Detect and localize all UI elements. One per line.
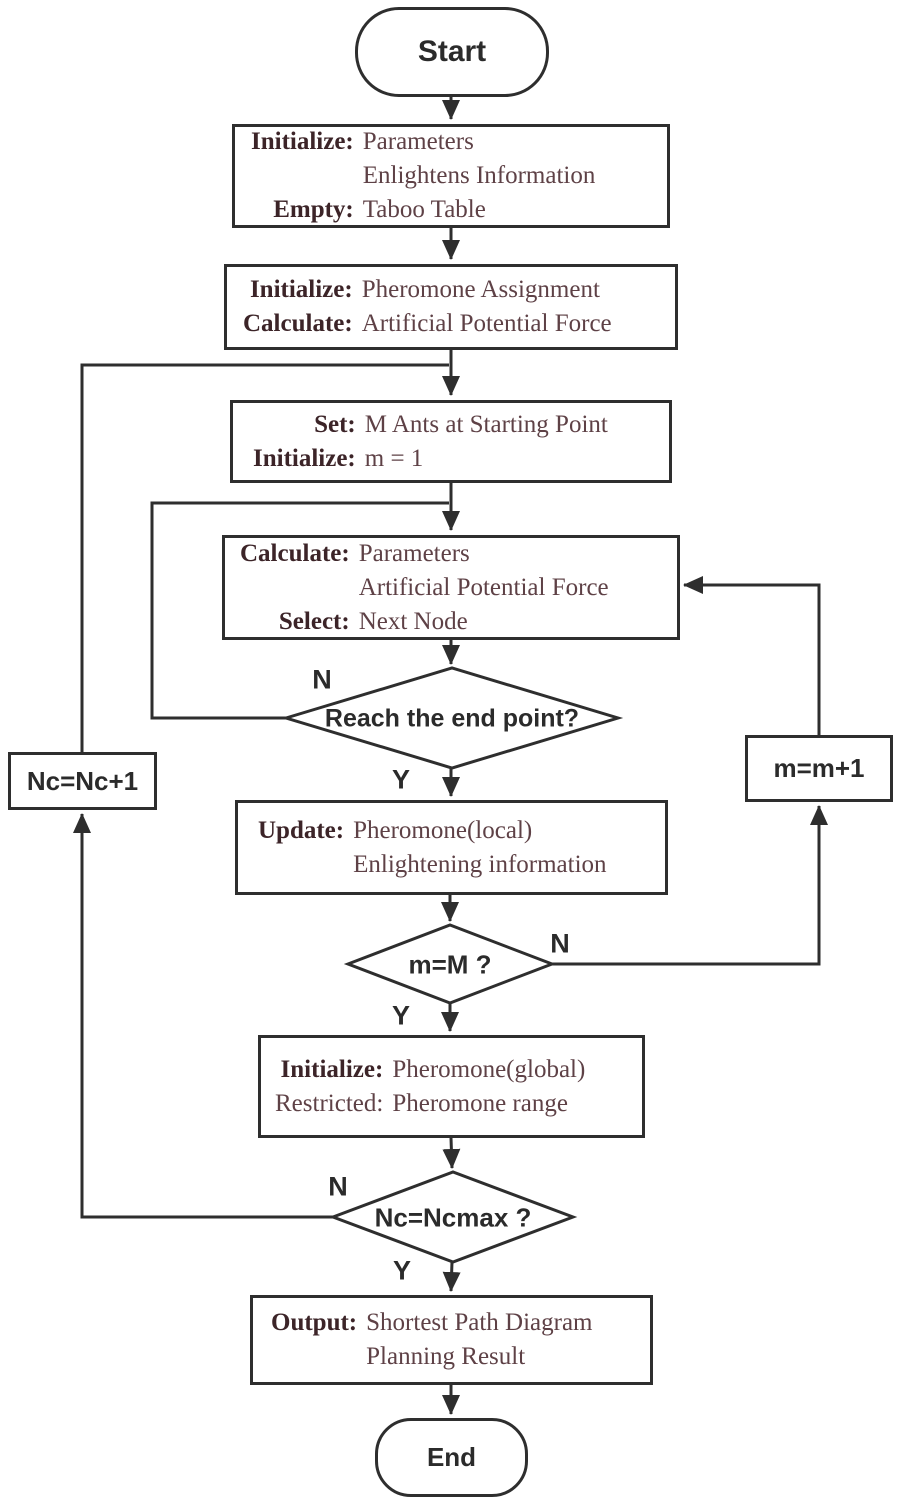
text: m = 1 xyxy=(364,444,424,472)
edge-reach-end-no-loop xyxy=(150,501,449,720)
branch-label-m-no: N xyxy=(550,928,570,959)
process-init-params-text: Initialize: Parameters Enlightens Inform… xyxy=(251,125,667,227)
keyword: Restricted: xyxy=(275,1089,384,1117)
decision-reach-end-label: Reach the end point? xyxy=(324,704,580,733)
keyword: Empty: xyxy=(273,196,354,223)
branch-label-reach-end-yes: Y xyxy=(391,764,411,795)
text: Taboo Table xyxy=(362,196,486,223)
increment-nc-label: Nc=Nc+1 xyxy=(26,765,139,796)
process-update-pheromone: Update: Pheromone(local) Enlightening in… xyxy=(235,800,668,895)
edge-m-decision-no-to-increment-m xyxy=(552,805,828,966)
text: Parameters xyxy=(362,128,474,155)
process-init-pheromone-text: Initialize: Pheromone Assignment Calcula… xyxy=(243,273,675,341)
decision-nc-max-label: Nc=Ncmax ? xyxy=(374,1202,532,1233)
process-increment-m: m=m+1 xyxy=(745,735,893,802)
keyword: Initialize: xyxy=(249,276,353,303)
keyword: Select: xyxy=(278,607,350,635)
process-output-result-text: Output: Shortest Path Diagram Planning R… xyxy=(271,1306,650,1374)
keyword: Set: xyxy=(314,410,356,438)
process-init-global: Initialize: Pheromone(global) Restricted… xyxy=(258,1035,645,1138)
text: Planning Result xyxy=(366,1343,526,1370)
process-init-pheromone: Initialize: Pheromone Assignment Calcula… xyxy=(224,264,678,350)
text: Shortest Path Diagram xyxy=(366,1309,593,1336)
start-label: Start xyxy=(417,35,487,68)
increment-m-label: m=m+1 xyxy=(773,753,865,783)
decision-m-equals-M-shape xyxy=(343,923,557,1005)
text: Next Node xyxy=(358,607,468,635)
process-update-pheromone-text: Update: Pheromone(local) Enlightening in… xyxy=(258,814,665,882)
text: Enlightens Information xyxy=(362,162,596,189)
keyword: Calculate: xyxy=(243,310,353,337)
branch-label-nc-no: N xyxy=(328,1171,348,1202)
keyword xyxy=(258,848,344,882)
keyword xyxy=(271,1340,357,1374)
keyword: Initialize: xyxy=(280,1055,384,1083)
process-calc-params: Calculate: Parameters Artificial Potenti… xyxy=(222,535,680,640)
start-terminal: Start xyxy=(355,7,549,97)
branch-label-m-yes: Y xyxy=(391,1000,411,1031)
text: M Ants at Starting Point xyxy=(364,410,608,438)
edge-nc-decision-yes-to-output xyxy=(442,1261,461,1292)
edge-nc-decision-no-to-increment-nc xyxy=(73,813,333,1219)
process-increment-nc: Nc=Nc+1 xyxy=(8,752,157,810)
keyword xyxy=(251,159,354,193)
keyword: Initialize: xyxy=(251,128,354,155)
process-init-params: Initialize: Parameters Enlightens Inform… xyxy=(232,124,670,228)
process-set-ants-text: Set: M Ants at Starting Point Initialize… xyxy=(253,408,669,476)
end-terminal: End xyxy=(375,1418,528,1497)
keyword: Initialize: xyxy=(253,444,356,472)
end-label: End xyxy=(426,1442,477,1472)
keyword xyxy=(240,571,350,605)
process-init-global-text: Initialize: Pheromone(global) Restricted… xyxy=(275,1053,642,1121)
edge-increment-nc-loop xyxy=(80,363,449,752)
process-calc-params-text: Calculate: Parameters Artificial Potenti… xyxy=(240,537,677,639)
text: Pheromone range xyxy=(392,1089,568,1117)
edge-init-global-to-nc-decision xyxy=(442,1137,461,1169)
decision-nc-max-shape xyxy=(328,1170,578,1264)
text: Artificial Potential Force xyxy=(361,310,612,337)
text: Pheromone Assignment xyxy=(361,276,600,303)
keyword: Output: xyxy=(271,1309,358,1336)
branch-label-nc-yes: Y xyxy=(392,1255,412,1286)
process-output-result: Output: Shortest Path Diagram Planning R… xyxy=(250,1295,653,1385)
text: Pheromone(local) xyxy=(353,816,533,844)
text: Pheromone(global) xyxy=(392,1055,586,1083)
branch-label-reach-end-no: N xyxy=(312,664,332,695)
process-set-ants: Set: M Ants at Starting Point Initialize… xyxy=(230,400,672,483)
edge-increment-m-to-calc-params xyxy=(683,576,821,735)
decision-reach-end-shape xyxy=(280,666,624,770)
keyword: Calculate: xyxy=(240,539,350,567)
keyword: Update: xyxy=(258,816,345,844)
text: Parameters xyxy=(358,539,470,567)
decision-m-equals-M-label: m=M ? xyxy=(408,949,492,980)
text: Enlightening information xyxy=(353,850,607,878)
text: Artificial Potential Force xyxy=(358,573,609,601)
